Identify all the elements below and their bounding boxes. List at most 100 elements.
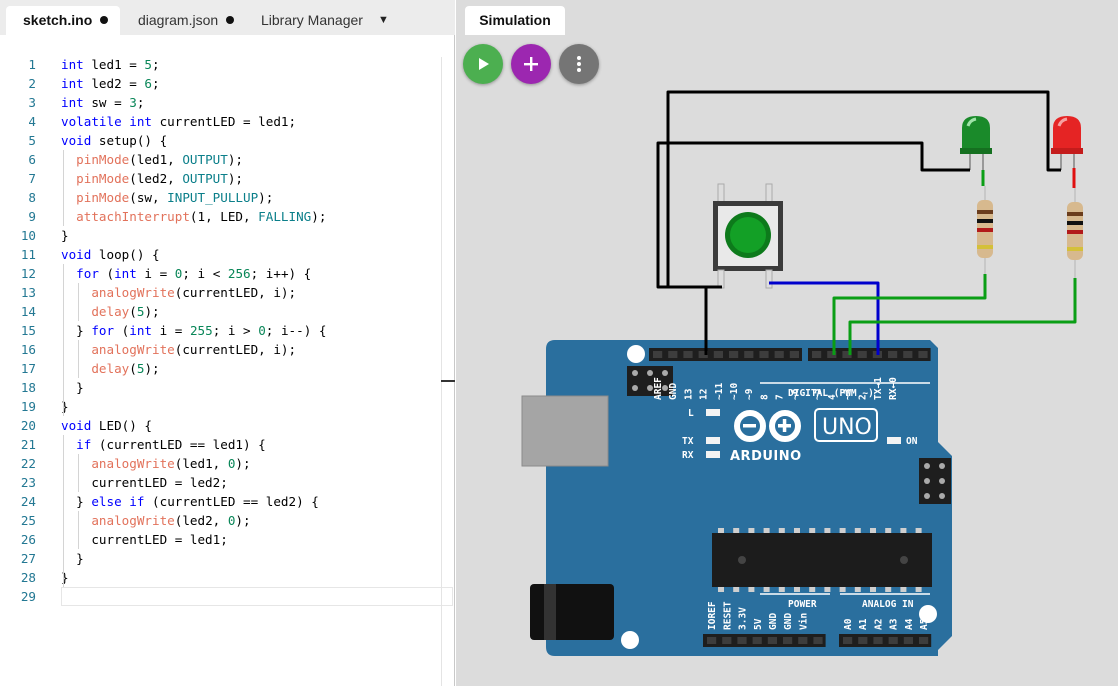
editor-scrollbar[interactable] [441, 380, 455, 382]
line-number: 5 [28, 133, 36, 148]
code-line[interactable]: 14 delay(5); [0, 302, 455, 321]
wire-pin6-led [832, 274, 987, 355]
mount-hole [919, 605, 937, 623]
code-line[interactable]: 5 void setup() { [0, 131, 455, 150]
icsp-header-right [919, 458, 951, 504]
digital-header-a-pin [774, 351, 784, 358]
power-pin-label: 3.3V [738, 607, 749, 630]
code-line[interactable]: 28} [0, 568, 455, 587]
power-header-pin [737, 637, 747, 644]
tab-library-manager[interactable]: Library Manager [261, 6, 363, 35]
code-token: ; [152, 76, 160, 91]
chip-leg [915, 528, 922, 533]
code-line[interactable]: 16 analogWrite(currentLED, i); [0, 340, 455, 359]
green-led[interactable] [960, 116, 992, 170]
analog-pin-label: A2 [873, 619, 884, 630]
digital-header[interactable] [649, 348, 931, 361]
code-token: ( [114, 323, 130, 338]
code-text: currentLED = led1; [61, 530, 227, 549]
code-line[interactable]: 15 } for (int i = 255; i > 0; i--) { [0, 321, 455, 340]
code-editor-pane: sketch.ino diagram.json Library Manager … [0, 0, 455, 686]
chip-leg [794, 587, 800, 592]
resistor-red-led[interactable] [1067, 188, 1083, 278]
code-line[interactable]: 18 } [0, 378, 455, 397]
play-icon [479, 58, 489, 70]
pushbutton[interactable] [713, 183, 783, 289]
chevron-down-icon[interactable]: ▼ [378, 14, 389, 26]
digital-pin-label: 12 [699, 389, 710, 400]
line-number: 19 [20, 399, 36, 414]
chip-leg [854, 587, 861, 592]
chip-leg [733, 587, 740, 592]
code-token: pinMode [76, 190, 130, 205]
digital-pin-label: 8 [759, 394, 770, 400]
code-line[interactable]: 6 pinMode(led1, OUTPUT); [0, 150, 455, 169]
power-pin-label: IOREF [707, 601, 718, 630]
code-line[interactable]: 24 } else if (currentLED == led2) { [0, 492, 455, 511]
led-tx-indicator [706, 437, 720, 444]
code-line[interactable]: 21 if (currentLED == led1) { [0, 435, 455, 454]
code-line[interactable]: 26 currentLED = led1; [0, 530, 455, 549]
code-line[interactable]: 7 pinMode(led2, OUTPUT); [0, 169, 455, 188]
code-line[interactable]: 27 } [0, 549, 455, 568]
chip-leg [794, 528, 800, 533]
code-line[interactable]: 8 pinMode(sw, INPUT_PULLUP); [0, 188, 455, 207]
red-led[interactable] [1051, 116, 1083, 170]
start-simulation-button[interactable] [463, 44, 503, 84]
code-line[interactable]: 13 analogWrite(currentLED, i); [0, 283, 455, 302]
code-line[interactable]: 23 currentLED = led2; [0, 473, 455, 492]
code-token: ); [311, 209, 327, 224]
tab-simulation[interactable]: Simulation [465, 6, 565, 35]
code-line[interactable]: 17 delay(5); [0, 359, 455, 378]
code-line[interactable]: 10} [0, 226, 455, 245]
code-line[interactable]: 25 analogWrite(led2, 0); [0, 511, 455, 530]
more-options-button[interactable] [559, 44, 599, 84]
led-tx-label: TX [682, 436, 694, 447]
code-line[interactable]: 19} [0, 397, 455, 416]
analog-pin-label: A5 [919, 618, 930, 630]
power-header[interactable] [703, 634, 826, 647]
power-header-pin [707, 637, 717, 644]
code-line[interactable]: 22 analogWrite(led1, 0); [0, 454, 455, 473]
resistor-green-led[interactable] [977, 186, 993, 274]
code-line[interactable]: 9 attachInterrupt(1, LED, FALLING); [0, 207, 455, 226]
code-text: analogWrite(led2, 0); [61, 511, 250, 530]
board-model: UNO [822, 415, 872, 440]
code-text: pinMode(sw, INPUT_PULLUP); [61, 188, 273, 207]
led-l-indicator [706, 409, 720, 416]
code-text: void setup() { [61, 131, 167, 150]
power-header-pin [798, 637, 808, 644]
code-line[interactable]: 29 [0, 587, 455, 606]
code-token: 5 [144, 57, 153, 72]
line-number: 7 [28, 171, 36, 186]
code-token: ; [136, 95, 145, 110]
wires[interactable] [656, 90, 1077, 355]
code-line[interactable]: 12 for (int i = 0; i < 256; i++) { [0, 264, 455, 283]
code-token: led1 = [83, 57, 145, 72]
chip-leg [839, 528, 846, 533]
chip-leg [763, 587, 770, 592]
digital-pin-label: GND [668, 383, 679, 400]
code-token [61, 513, 91, 528]
tab-sketch-ino[interactable]: sketch.ino [6, 6, 120, 35]
indent-guide [78, 283, 79, 321]
add-part-button[interactable] [511, 44, 551, 84]
code-text: int led1 = 5; [61, 55, 160, 74]
code-text: } [61, 397, 69, 416]
digital-header-a-pin [668, 351, 678, 358]
editor-tab-bar: sketch.ino diagram.json Library Manager … [0, 0, 455, 35]
tab-diagram-json[interactable]: diagram.json [138, 6, 235, 35]
analog-header[interactable] [839, 634, 932, 647]
digital-header-a-pin [759, 351, 769, 358]
analog-header-pin [903, 637, 913, 644]
code-token: delay [91, 304, 130, 319]
